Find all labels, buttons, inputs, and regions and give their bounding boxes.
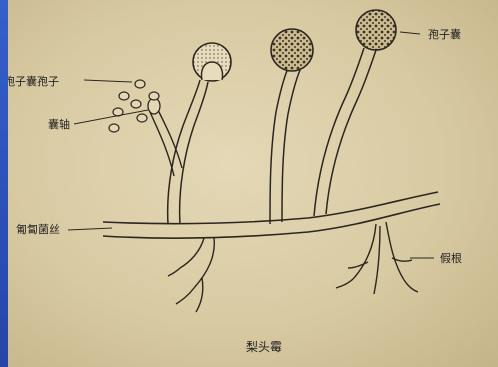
label-stolon: 匍匐菌丝 xyxy=(16,221,60,237)
label-spores: 孢子囊孢子 xyxy=(8,73,59,89)
left-sporangiophore xyxy=(168,80,200,224)
spore xyxy=(109,124,119,132)
rhizoid-right xyxy=(336,222,418,294)
columella-branch xyxy=(150,112,174,176)
sporangium-middle xyxy=(271,29,313,71)
right-sporangiophore xyxy=(314,48,364,216)
label-sporangium: 孢子囊 xyxy=(428,26,461,42)
middle-sporangiophore xyxy=(270,68,288,224)
spore xyxy=(119,92,129,100)
absidia-diagram xyxy=(8,0,498,367)
leader-lines xyxy=(68,32,434,258)
spore xyxy=(149,92,159,100)
label-rhizoid: 假根 xyxy=(440,250,462,266)
spore xyxy=(131,100,141,108)
figure-caption: 梨头霉 xyxy=(246,338,282,355)
rhizoid-left xyxy=(168,238,214,312)
spore xyxy=(135,80,145,88)
leader-stolon xyxy=(68,228,112,230)
textbook-photo: 孢子囊孢子 囊轴 匍匐菌丝 孢子囊 假根 梨头霉 xyxy=(8,0,498,367)
leader-spores xyxy=(84,80,132,82)
sporangium-right xyxy=(356,10,396,50)
label-columella: 囊轴 xyxy=(48,116,70,132)
leader-sporangium xyxy=(400,32,420,34)
spore xyxy=(137,114,147,122)
